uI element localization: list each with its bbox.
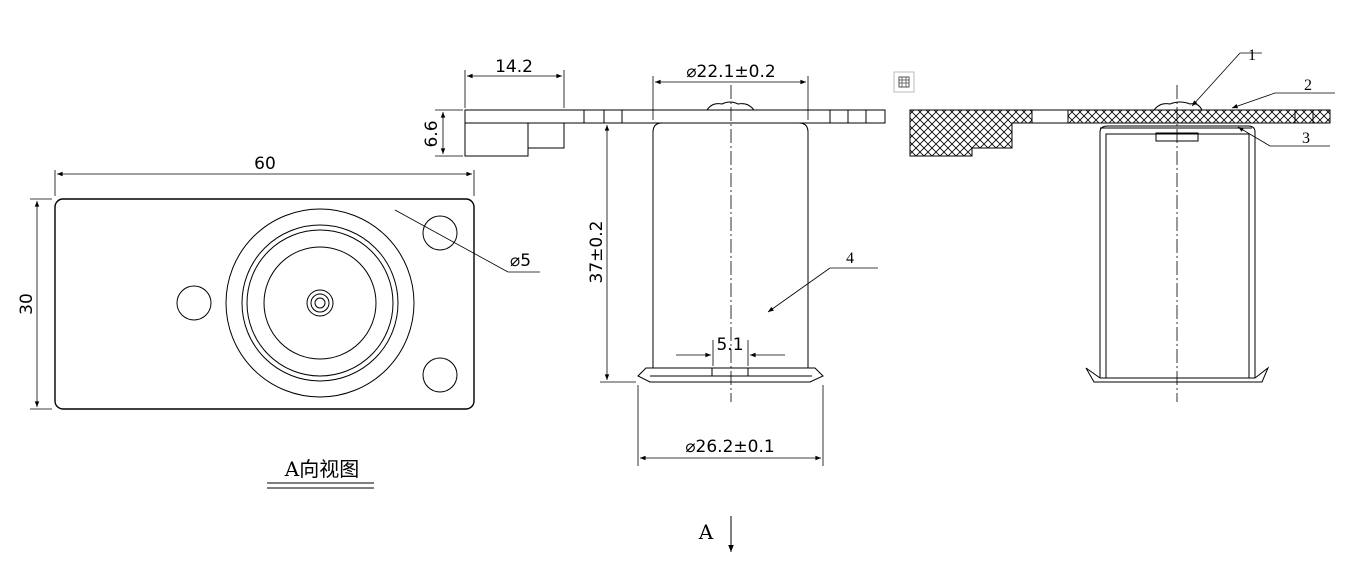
mounting-plate-outline	[54, 198, 475, 410]
section-base-lip	[1085, 366, 1270, 383]
plunger-inner	[314, 297, 326, 309]
plunger-mid	[310, 293, 330, 313]
part-3-leader	[1237, 126, 1271, 147]
solenoid-body	[652, 122, 809, 368]
section-hatch-plate	[1067, 109, 1314, 124]
top-right-hole	[422, 215, 458, 251]
dim-5-1-label: 5.1	[716, 335, 743, 355]
grid-box-icon	[893, 71, 915, 93]
section-hatch-left	[909, 109, 1033, 157]
middle-ring-outer	[241, 224, 399, 382]
flange-plate	[464, 109, 886, 124]
part-3-label: 3	[1302, 130, 1310, 147]
pin-tab	[711, 367, 749, 377]
part-4-label: 4	[846, 250, 854, 267]
section-view: 1 2 3	[909, 47, 1335, 402]
view-a-caption: A向视图	[284, 457, 359, 481]
dim-60-label: 60	[254, 154, 276, 174]
middle-ring-inner	[246, 229, 394, 377]
dim-30-label: 30	[17, 293, 37, 315]
left-hole	[176, 285, 212, 321]
dim-top-dia-label: ⌀22.1±0.2	[686, 62, 775, 82]
part-1-label: 1	[1248, 47, 1256, 64]
view-a: 60 30 ⌀5 A向视图	[17, 154, 540, 489]
bottom-right-hole	[422, 357, 458, 393]
view-arrow-label: A	[698, 520, 714, 544]
plunger-outer	[306, 289, 334, 317]
front-view: 14.2 6.6 ⌀22.1±0.2 37±0.2 5.1 ⌀26.2±0.1 …	[422, 57, 886, 552]
dim-6-6-label: 6.6	[422, 120, 442, 147]
outer-ring	[225, 208, 415, 398]
part-2-label: 2	[1304, 77, 1312, 94]
base-flange	[637, 367, 824, 383]
section-housing-outer	[1099, 125, 1256, 378]
inner-ring	[263, 246, 377, 360]
part-1-leader	[1191, 52, 1241, 107]
flange-step	[464, 123, 565, 157]
part-4-leader	[767, 267, 831, 313]
rivet-bump	[706, 101, 755, 111]
hole-dia-label: ⌀5	[510, 251, 531, 271]
section-housing-inner	[1105, 133, 1250, 378]
part-2-leader	[1231, 92, 1276, 109]
dim-37-label: 37±0.2	[587, 221, 607, 284]
dim-base-dia-label: ⌀26.2±0.1	[685, 437, 774, 457]
hole-leader	[394, 209, 509, 273]
dim-14-2-label: 14.2	[495, 57, 533, 77]
